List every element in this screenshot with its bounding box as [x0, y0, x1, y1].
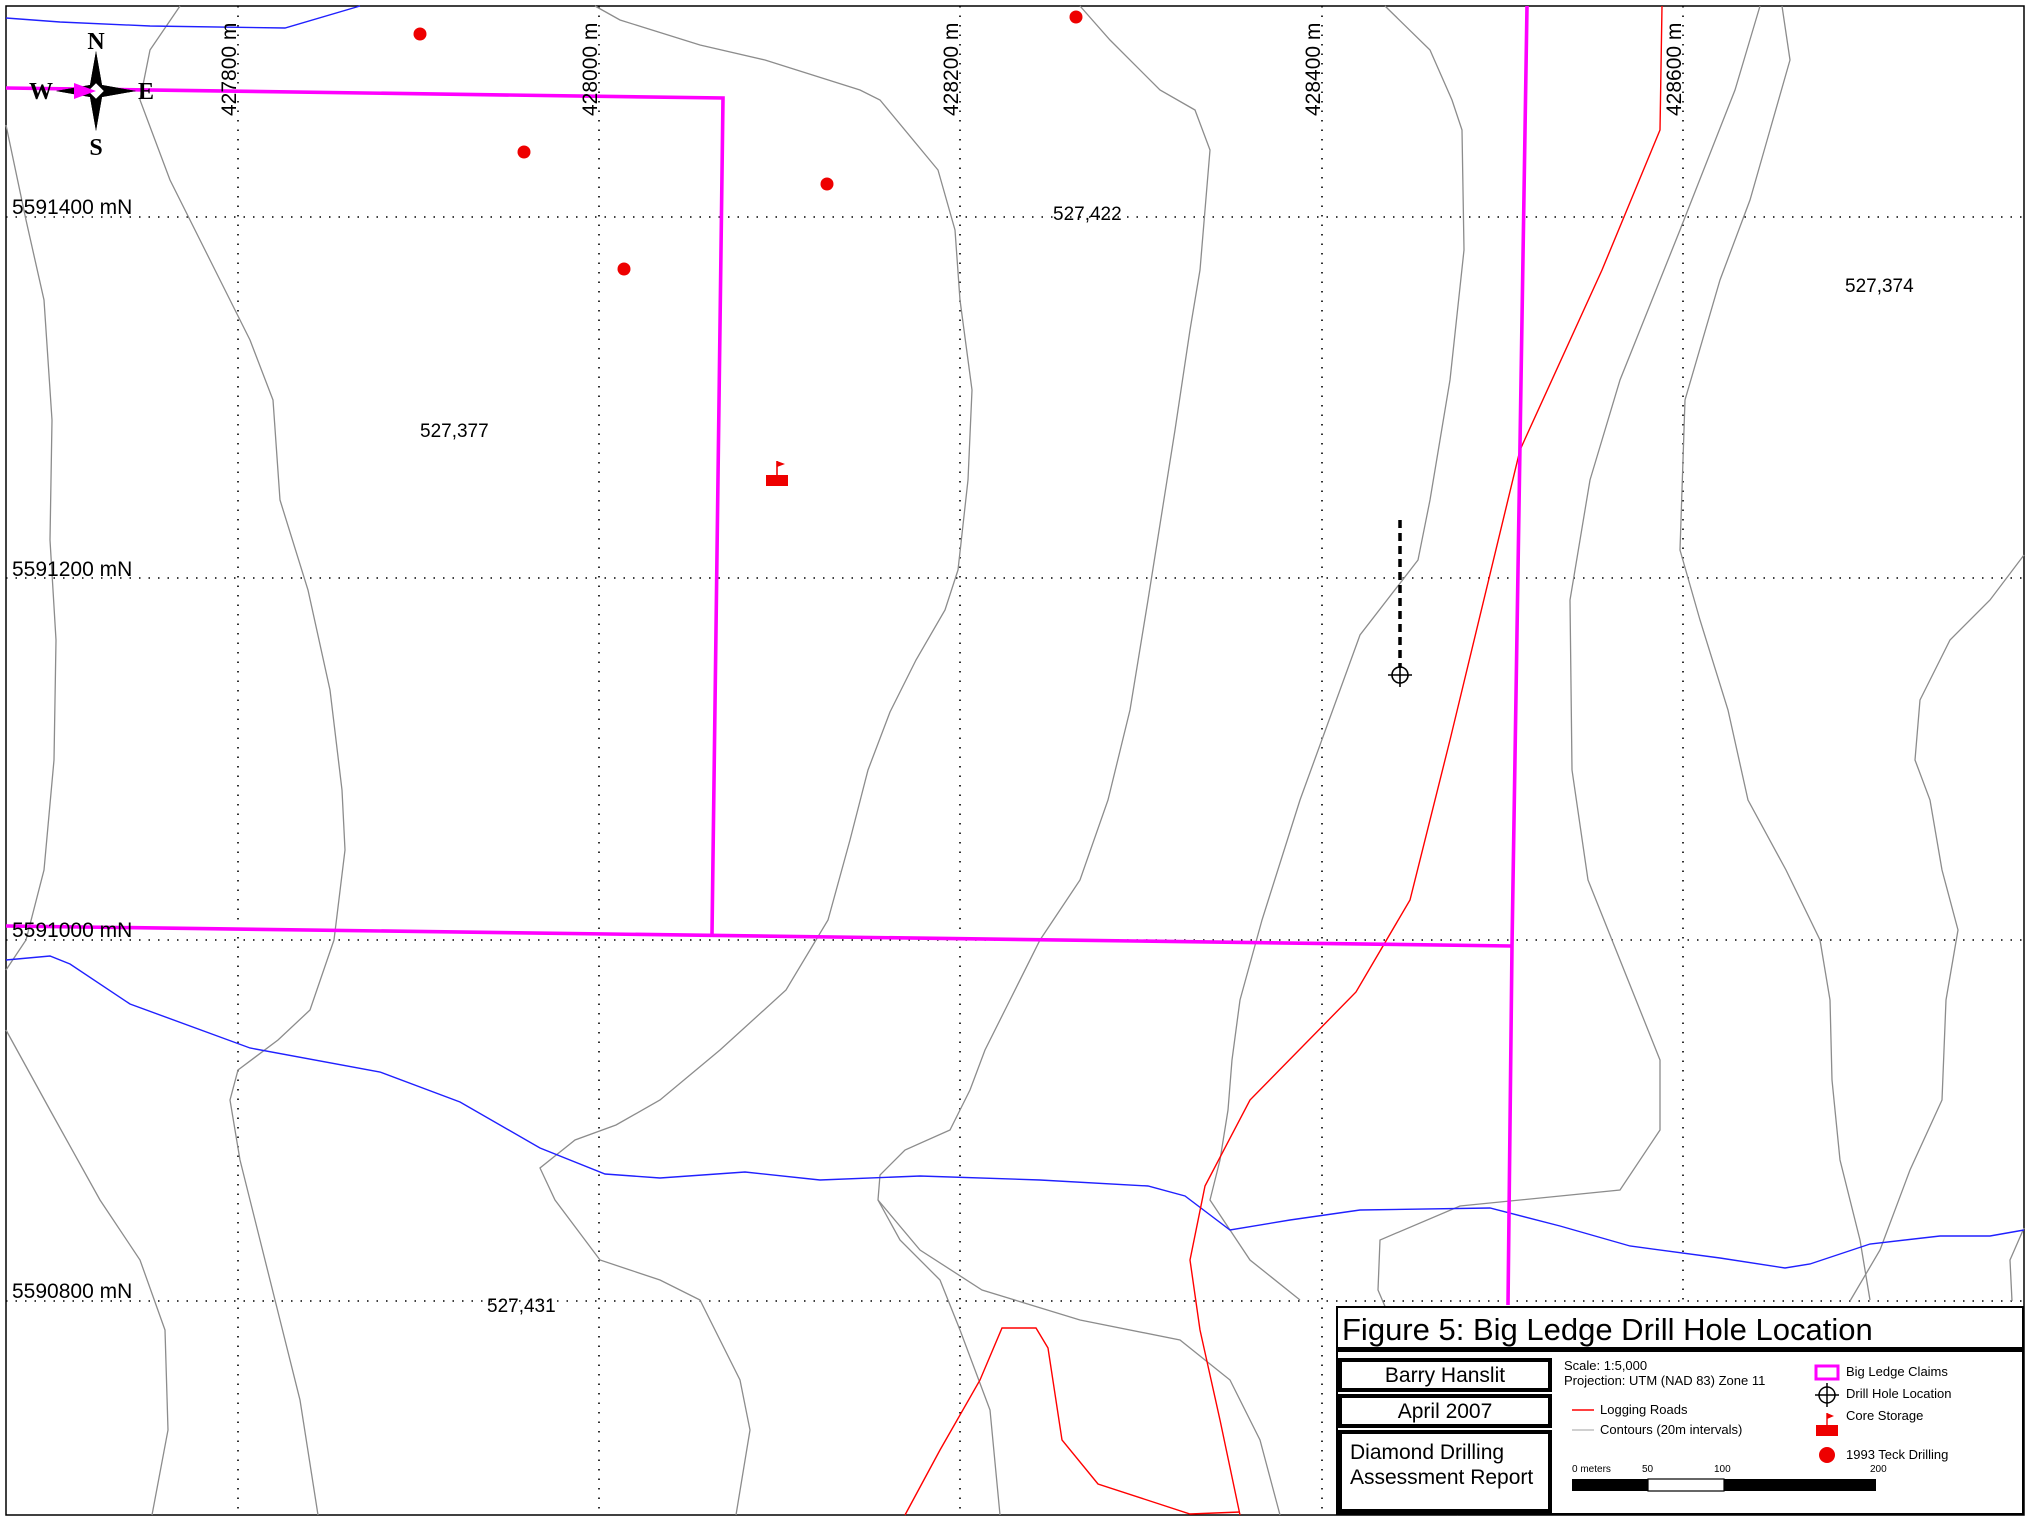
northing-label: 5590800 mN — [12, 1280, 132, 1303]
legend-claims-label: Big Ledge Claims — [1846, 1364, 1948, 1379]
map-frame — [5, 5, 2025, 1516]
legend-symbols — [1572, 1364, 1876, 1492]
scalebar-tick: 100 — [1714, 1464, 1731, 1475]
claim-numbers: 527,422 527,374 527,377 527,431 — [420, 204, 1914, 1317]
easting-labels: 427800 m 428000 m 428200 m 428400 m 4286… — [218, 23, 1686, 116]
report-type: Diamond Drilling Assessment Report — [1350, 1441, 1534, 1489]
stream — [5, 5, 2025, 1269]
scalebar-unit: 0 meters — [1572, 1464, 1611, 1475]
map-metadata: Scale: 1:5,000 Projection: UTM (NAD 83) … — [1564, 1358, 1765, 1388]
legend: Scale: 1:5,000 Projection: UTM (NAD 83) … — [1560, 1358, 2022, 1513]
easting-label: 428400 m — [1302, 23, 1325, 116]
drill-hole-legend-icon — [1815, 1383, 1839, 1407]
compass-rose-icon: N S E W — [29, 29, 154, 161]
figure-title: Figure 5: Big Ledge Drill Hole Location — [1338, 1308, 2022, 1352]
teck-drilling-points — [413, 10, 1083, 276]
compass-south: S — [89, 135, 102, 161]
claim-number: 527,422 — [1053, 204, 1122, 225]
compass-west: W — [29, 79, 53, 105]
claim-number: 527,374 — [1845, 276, 1914, 297]
claim-boundaries — [5, 5, 1529, 1306]
core-storage-legend-icon — [1816, 1413, 1838, 1436]
author-name: Barry Hanslit — [1384, 1364, 1506, 1387]
scale-text: Scale: 1:5,000 — [1564, 1358, 1648, 1373]
report-date: April 2007 — [1397, 1400, 1493, 1423]
easting-label: 428600 m — [1663, 23, 1686, 116]
drill-hole-location-icon — [1388, 520, 1412, 687]
compass-north: N — [87, 29, 105, 55]
northing-label: 5591000 mN — [12, 919, 132, 942]
projection-text: Projection: UTM (NAD 83) Zone 11 — [1564, 1373, 1766, 1388]
report-type-box: Diamond Drilling Assessment Report — [1338, 1430, 1552, 1513]
northing-label: 5591400 mN — [12, 196, 132, 219]
legend-core-storage-label: Core Storage — [1846, 1408, 1924, 1423]
author-box: Barry Hanslit — [1338, 1358, 1552, 1392]
title-block: Figure 5: Big Ledge Drill Hole Location … — [1336, 1306, 2024, 1515]
scale-bar — [1572, 1478, 1876, 1492]
northing-label: 5591200 mN — [12, 558, 132, 581]
easting-label: 428200 m — [940, 23, 963, 116]
legend-teck-label: 1993 Teck Drilling — [1846, 1447, 1949, 1462]
date-box: April 2007 — [1338, 1394, 1552, 1428]
scalebar-tick: 200 — [1870, 1464, 1887, 1475]
logging-roads — [904, 5, 1663, 1516]
claims-legend-icon — [1814, 1364, 1840, 1381]
teck-legend-icon — [1819, 1447, 1835, 1463]
legend-contours-label: Contours (20m intervals) — [1600, 1422, 1743, 1437]
legend-drill-hole-label: Drill Hole Location — [1846, 1386, 1952, 1401]
easting-label: 428000 m — [579, 23, 602, 116]
northing-labels: 5591400 mN 5591200 mN 5591000 mN 5590800… — [12, 196, 132, 1303]
scalebar-tick: 50 — [1642, 1464, 1654, 1475]
claim-number: 527,431 — [487, 1296, 556, 1317]
contour-lines — [5, 5, 2025, 1516]
claim-number: 527,377 — [420, 421, 489, 442]
core-storage-icon — [766, 461, 788, 486]
legend-roads-label: Logging Roads — [1600, 1402, 1688, 1417]
easting-label: 427800 m — [218, 23, 241, 116]
compass-east: E — [138, 79, 154, 105]
